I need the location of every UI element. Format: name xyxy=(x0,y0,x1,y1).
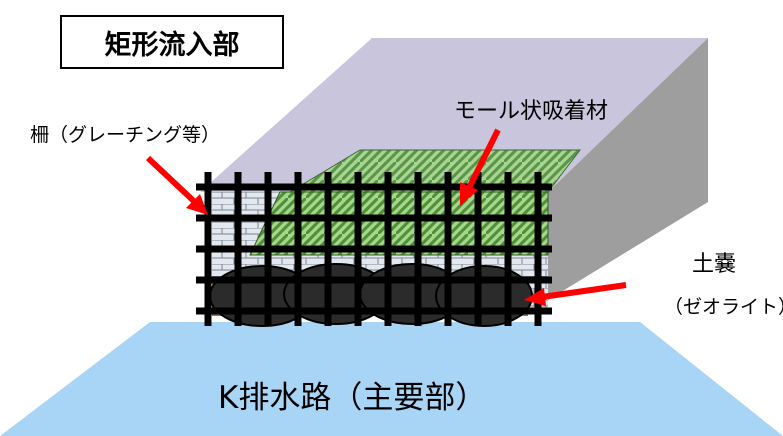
label-mole-adsorbent: モール状吸着材 xyxy=(454,99,609,124)
title-box: 矩形流入部 xyxy=(60,15,284,69)
arrow-sandbag xyxy=(524,282,627,306)
channel-floor xyxy=(0,322,783,436)
grate-grid xyxy=(196,172,552,326)
slab-side-face xyxy=(548,38,708,300)
slab-top-face xyxy=(200,38,708,192)
label-grate: 柵（グレーチング等） xyxy=(30,124,221,146)
label-zeolite: （ゼオライト） xyxy=(664,296,783,318)
arrow-mole xyxy=(460,128,501,206)
label-channel: K排水路（主要部） xyxy=(218,380,487,416)
label-sandbag: 土嚢 xyxy=(692,252,737,277)
arrow-grate xyxy=(145,155,208,215)
diagram-title: 矩形流入部 xyxy=(104,29,240,61)
